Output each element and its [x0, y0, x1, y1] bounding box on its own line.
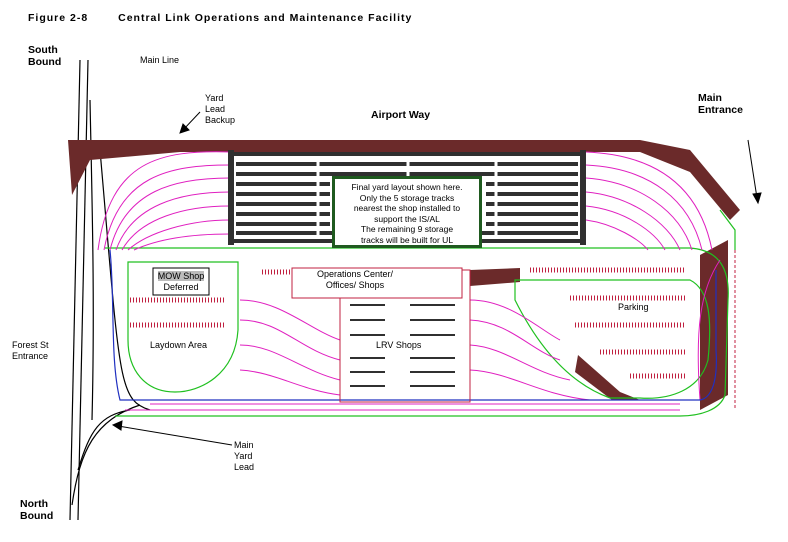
note-line: support the IS/AL	[374, 213, 440, 224]
north-bound-label: North Bound	[20, 498, 54, 522]
lrv-shop-building	[291, 267, 471, 403]
note-line: Only the 5 storage tracks	[359, 192, 455, 203]
note-line: The remaining 9 storage	[360, 224, 454, 234]
yard-lead-backup-label: Yard Lead Backup	[205, 93, 236, 125]
yard-layout-note: Final yard layout shown here. Only the 5…	[332, 176, 482, 248]
annotation-arrows	[111, 111, 762, 446]
operations-center-label: Operations Center/ Offices/ Shops	[316, 269, 394, 290]
note-line: nearest the shop installed to	[353, 203, 461, 213]
parking-stalls	[130, 267, 685, 379]
airport-way-label: Airport Way	[371, 109, 431, 121]
site-boundary	[105, 209, 736, 417]
lrv-shop-bays	[350, 304, 455, 387]
laydown-area-label: Laydown Area	[150, 340, 208, 350]
south-bound-label: South Bound	[28, 44, 62, 68]
forest-st-entrance-label: Forest St Entrance	[12, 340, 49, 361]
figure-number: Figure 2-8	[28, 12, 89, 24]
lrv-shops-label: LRV Shops	[376, 340, 422, 350]
yard-tracks	[97, 151, 721, 411]
mow-shop-name: MOW Shop	[157, 271, 205, 281]
main-entrance-label: Main Entrance	[698, 92, 743, 116]
note-line: tracks will be built for UL	[360, 234, 454, 245]
mow-shop-label: MOW Shop Deferred	[153, 271, 209, 293]
access-road	[109, 249, 717, 401]
figure-caption: Central Link Operations and Maintenance …	[118, 12, 413, 24]
mow-deferred: Deferred	[163, 282, 199, 292]
note-line: Final yard layout shown here.	[351, 182, 463, 192]
mainline-tracks	[69, 59, 151, 521]
figure-title: Figure 2-8 Central Link Operations and M…	[28, 12, 438, 24]
main-line-label: Main Line	[140, 55, 180, 65]
berm-areas	[68, 140, 740, 410]
main-yard-lead-label: Main Yard Lead	[234, 440, 255, 472]
parking-label: Parking	[618, 302, 649, 313]
